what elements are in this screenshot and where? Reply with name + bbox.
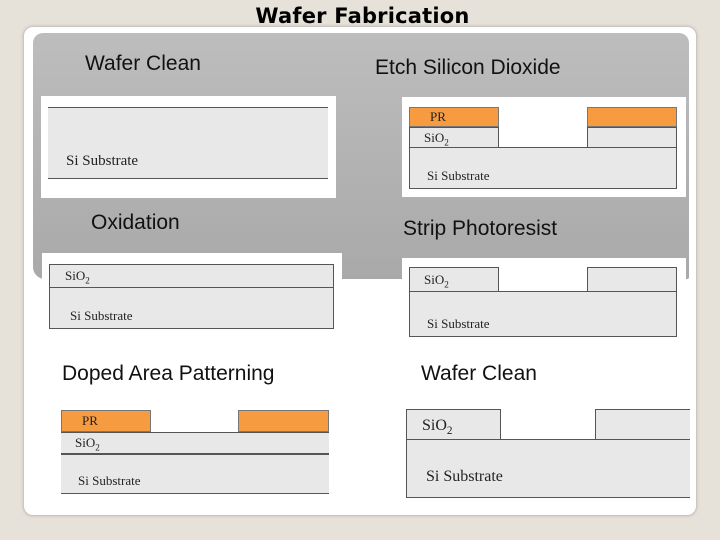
- si-substrate-layer: Si Substrate: [409, 291, 677, 337]
- sio2-label: SiO2: [424, 130, 449, 148]
- sio2-layer-right: [595, 409, 690, 440]
- si-substrate-layer: Si Substrate: [61, 454, 329, 494]
- diagram-wafer-clean-1: Si Substrate: [41, 96, 336, 198]
- label-doped-area: Doped Area Patterning: [62, 362, 275, 385]
- diagram-etch-sio2: PR SiO2 Si Substrate: [402, 97, 686, 197]
- si-substrate-layer: Si Substrate: [409, 147, 677, 189]
- label-oxidation: Oxidation: [91, 211, 180, 234]
- si-substrate-label: Si Substrate: [66, 153, 139, 169]
- diagram-wafer-clean-2: SiO2 Si Substrate: [399, 402, 691, 502]
- pr-label: PR: [82, 413, 98, 428]
- si-substrate-label: Si Substrate: [70, 308, 133, 323]
- si-substrate-layer: Si Substrate: [48, 107, 328, 179]
- label-strip-pr: Strip Photoresist: [403, 217, 558, 240]
- diagram-doped-area: PR SiO2 Si Substrate: [54, 404, 336, 500]
- pr-layer-right: [238, 410, 329, 432]
- diagram-strip-pr: SiO2 Si Substrate: [402, 258, 686, 342]
- pr-layer-right: [587, 107, 677, 127]
- pr-label: PR: [430, 109, 446, 124]
- pr-layer-left: PR: [61, 410, 151, 432]
- sio2-layer-left: SiO2: [409, 127, 499, 148]
- sio2-label: SiO2: [424, 272, 449, 290]
- slide-title: Wafer Fabrication: [255, 4, 470, 28]
- sio2-layer-right: [587, 267, 677, 292]
- sio2-layer-right: [587, 127, 677, 148]
- sio2-layer-left: SiO2: [409, 267, 499, 292]
- si-substrate-label: Si Substrate: [427, 168, 490, 183]
- label-etch-sio2: Etch Silicon Dioxide: [375, 56, 561, 79]
- si-substrate-label: Si Substrate: [78, 473, 141, 488]
- si-substrate-label: Si Substrate: [427, 316, 490, 331]
- si-substrate-label: Si Substrate: [426, 468, 503, 485]
- sio2-layer-left: SiO2: [406, 409, 501, 440]
- si-substrate-layer: Si Substrate: [406, 439, 690, 498]
- label-wafer-clean-2: Wafer Clean: [421, 362, 537, 385]
- sio2-layer: SiO2: [49, 264, 334, 288]
- label-wafer-clean-1: Wafer Clean: [85, 52, 201, 75]
- pr-layer-left: PR: [409, 107, 499, 127]
- sio2-label: SiO2: [75, 435, 100, 453]
- diagram-oxidation: SiO2 Si Substrate: [42, 253, 342, 341]
- sio2-label: SiO2: [65, 268, 90, 286]
- sio2-label: SiO2: [422, 417, 453, 438]
- si-substrate-layer: Si Substrate: [49, 287, 334, 329]
- sio2-layer: SiO2: [61, 432, 329, 454]
